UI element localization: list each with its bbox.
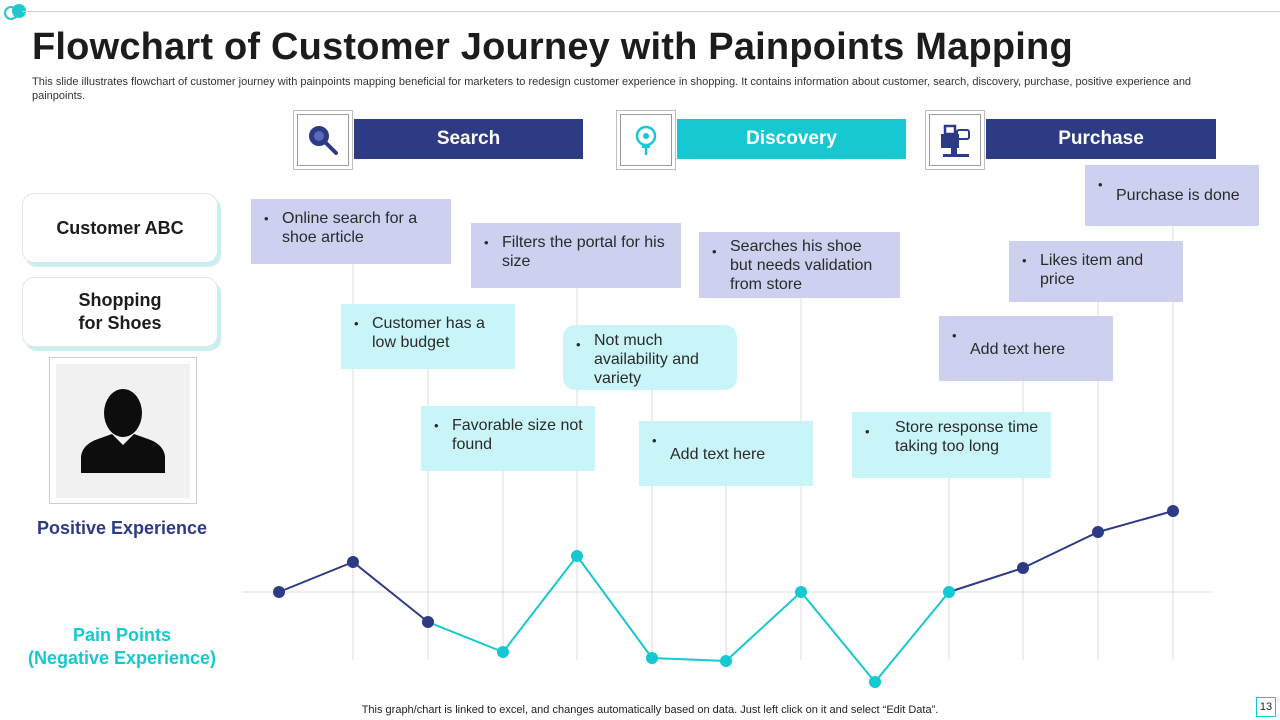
stage-purchase: Purchase — [986, 119, 1216, 159]
journey-point — [1167, 505, 1179, 517]
journey-point — [347, 556, 359, 568]
magnifier-icon — [309, 126, 338, 155]
page-number: 13 — [1256, 697, 1276, 717]
journey-point — [646, 652, 658, 664]
note-low-budget: Customer has a low budget — [341, 304, 515, 369]
note-add-text-1: Add text here — [639, 421, 813, 486]
note-availability: Not much availability and variety — [563, 325, 737, 390]
search-stage-icon-box — [293, 110, 353, 170]
brand-logo-icon — [4, 4, 26, 20]
avatar — [49, 357, 197, 504]
journey-line-segment — [502, 555, 578, 653]
note-searches-shoe: Searches his shoe but needs validation f… — [699, 232, 900, 298]
journey-point — [869, 676, 881, 688]
lightbulb-icon — [635, 125, 657, 155]
journey-point — [273, 586, 285, 598]
journey-line-segment — [874, 591, 950, 683]
journey-line-segment — [576, 555, 653, 659]
journey-line-segment — [278, 561, 354, 593]
page-title: Flowchart of Customer Journey with Painp… — [32, 26, 1073, 68]
journey-line-segment — [800, 591, 876, 683]
stage-search: Search — [354, 119, 583, 159]
journey-point — [1092, 526, 1104, 538]
note-filters-portal: Filters the portal for his size — [471, 223, 681, 288]
note-add-text-2: Add text here — [939, 316, 1113, 381]
pain-points-label: Pain Points (Negative Experience) — [27, 625, 217, 668]
journey-point — [795, 586, 807, 598]
user-silhouette-icon — [81, 389, 165, 473]
journey-point — [571, 550, 583, 562]
journey-line-segment — [1097, 510, 1174, 533]
journey-line-segment — [725, 591, 802, 662]
discovery-stage-icon-box — [616, 110, 676, 170]
journey-line-segment — [427, 621, 504, 653]
note-purchase-done: Purchase is done — [1085, 165, 1259, 226]
positive-experience-label: Positive Experience — [36, 518, 208, 538]
journey-line-segment — [352, 561, 429, 623]
stage-discovery: Discovery — [677, 119, 906, 159]
page-subtitle: This slide illustrates flowchart of cust… — [32, 76, 1192, 102]
note-store-response: Store response time taking too long — [852, 412, 1051, 478]
header-divider — [22, 11, 1280, 12]
journey-line-segment — [651, 657, 727, 662]
note-likes-item: Likes item and price — [1009, 241, 1183, 302]
journey-line-segment — [1022, 531, 1099, 569]
journey-point — [720, 655, 732, 667]
journey-point — [422, 616, 434, 628]
journey-point — [943, 586, 955, 598]
purchase-icon — [941, 124, 970, 157]
scenario-card: Shopping for Shoes — [22, 277, 218, 347]
footer-note: This graph/chart is linked to excel, and… — [361, 704, 939, 716]
customer-card: Customer ABC — [22, 193, 218, 263]
journey-point — [497, 646, 509, 658]
note-size-not-found: Favorable size not found — [421, 406, 595, 471]
journey-point — [1017, 562, 1029, 574]
note-online-search: Online search for a shoe article — [251, 199, 451, 264]
purchase-stage-icon-box — [925, 110, 985, 170]
journey-line-segment — [948, 567, 1024, 593]
